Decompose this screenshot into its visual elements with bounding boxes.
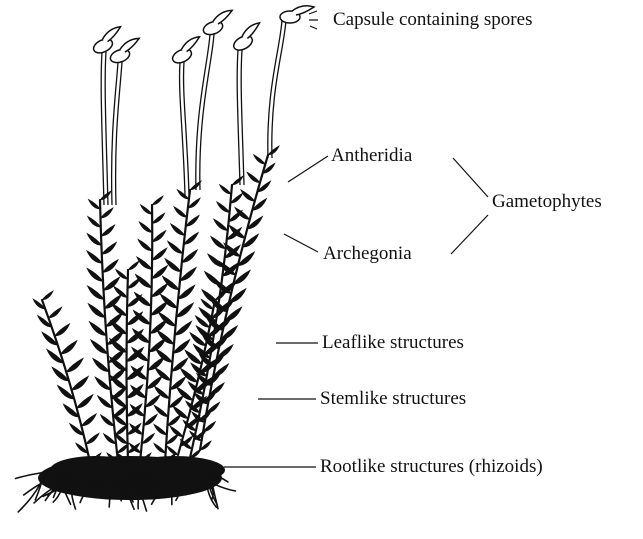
leaf	[212, 219, 229, 231]
label-gametophytes: Gametophytes	[492, 192, 602, 211]
leaf	[70, 376, 91, 390]
leaf	[109, 321, 129, 335]
leaf	[154, 349, 174, 363]
leaf	[47, 307, 63, 318]
rhizoid	[18, 484, 40, 512]
leaf	[99, 191, 113, 200]
leaf	[153, 367, 172, 380]
leaf	[163, 259, 182, 272]
rhizoid-mass	[16, 456, 236, 512]
leaf	[165, 446, 179, 455]
leaf	[169, 224, 186, 236]
leaf	[209, 236, 228, 249]
label-archegonia: Archegonia	[323, 244, 412, 263]
leaf	[100, 242, 118, 254]
capsule	[168, 36, 206, 66]
seta	[105, 52, 108, 205]
leaf	[176, 189, 191, 199]
seta	[237, 50, 240, 185]
leaf	[166, 241, 185, 254]
capsule	[229, 22, 267, 53]
leaf	[151, 196, 165, 205]
leaf	[75, 395, 95, 409]
leaf	[53, 324, 71, 337]
stem	[127, 270, 129, 462]
leaf	[41, 291, 55, 300]
leaf	[102, 277, 122, 291]
leaf	[155, 330, 176, 344]
leaf	[127, 261, 141, 270]
rhizoid	[214, 484, 235, 491]
leaf	[231, 176, 245, 185]
leaf	[267, 146, 281, 155]
capsule	[280, 6, 314, 23]
label-capsule: Capsule containing spores	[333, 10, 532, 29]
seta	[101, 52, 104, 205]
leaf	[152, 443, 167, 453]
leaf	[171, 406, 190, 419]
leaf	[215, 202, 231, 213]
leaf	[108, 338, 129, 352]
seta	[241, 50, 244, 185]
label-stemlike: Stemlike structures	[320, 389, 466, 408]
leaf	[100, 225, 117, 236]
leaf	[172, 206, 188, 217]
leaf	[110, 303, 129, 316]
leaf	[252, 154, 267, 164]
leaf	[64, 358, 85, 372]
leaf	[175, 387, 195, 401]
capsule	[200, 9, 238, 37]
leaflike-structures	[32, 146, 281, 462]
label-rootlike: Rootlike structures (rhizoids)	[320, 457, 543, 476]
leaf	[152, 405, 169, 417]
leaf	[218, 184, 233, 194]
leaf	[245, 172, 261, 183]
leaf	[59, 341, 79, 355]
leaf	[84, 433, 100, 444]
label-antheridia: Antheridia	[331, 146, 412, 165]
label-leaflike: Leaflike structures	[322, 333, 464, 352]
leaf	[153, 386, 172, 399]
leaf	[80, 414, 98, 427]
